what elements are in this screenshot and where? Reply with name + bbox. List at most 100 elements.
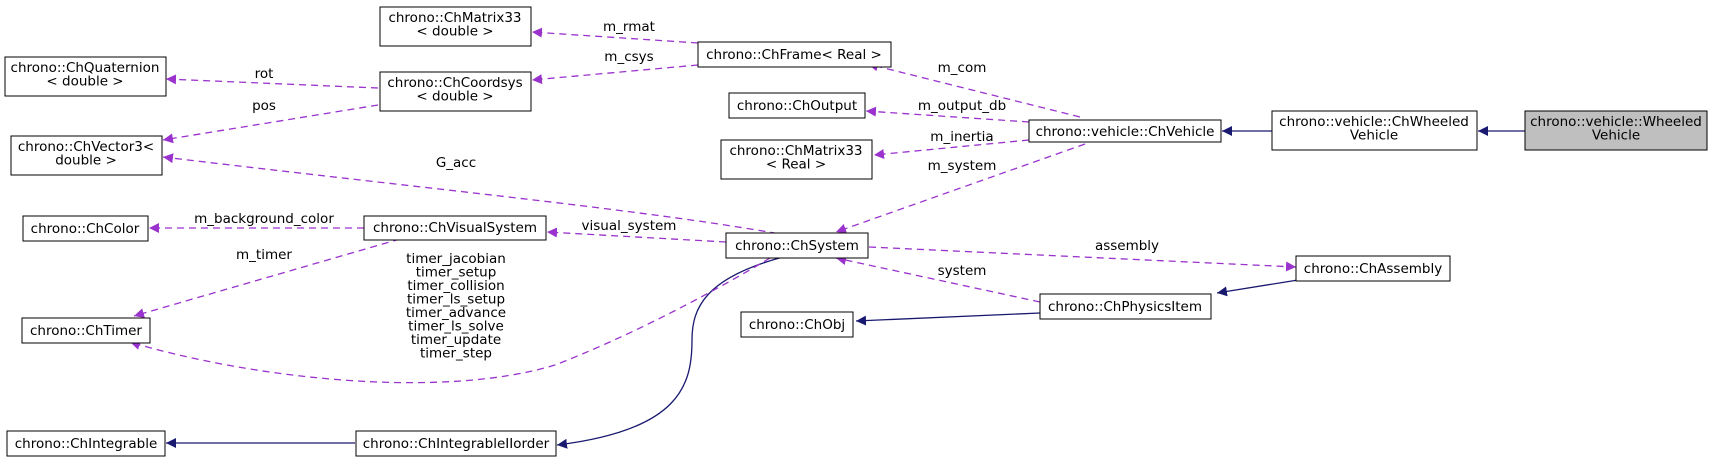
node-chassembly[interactable]: chrono::ChAssembly [1295,255,1451,282]
text-line: m_timer [236,247,292,263]
text-line: chrono::ChMatrix33 [729,143,862,159]
text-line: chrono::ChPhysicsItem [1048,299,1202,315]
edge-label-pos: pos [252,98,276,114]
text-line: chrono::vehicle::ChVehicle [1036,124,1215,140]
edge-label-m-output-db: m_output_db [918,98,1006,114]
text-line: assembly [1095,238,1159,254]
node-chintegrable[interactable]: chrono::ChIntegrable [6,430,166,457]
text-line: chrono::ChFrame< Real > [706,47,882,63]
text-line: timer_ls_setup [407,292,505,308]
text-line: Vehicle [1350,128,1398,144]
text-line: chrono::vehicle::Wheeled [1530,114,1702,130]
text-line: m_output_db [918,98,1006,114]
edge-m-rmat [531,27,699,44]
node-chquaternion[interactable]: chrono::ChQuaternion< double > [4,56,167,97]
text-line: < double > [416,24,493,40]
edge-chintegrableiiorder-to-chsystem [556,256,784,449]
node-chobj[interactable]: chrono::ChObj [740,311,854,338]
text-line: timer_step [420,346,492,362]
text-line: Vehicle [1592,128,1640,144]
text-line: < double > [46,74,123,90]
edge-system [835,255,1041,303]
node-chsystem[interactable]: chrono::ChSystem [725,232,869,259]
edge-label-visual-system: visual_system [582,218,677,234]
text-line: rot [255,66,274,82]
edge-label-system: system [938,263,987,279]
node-choutput[interactable]: chrono::ChOutput [728,92,866,119]
edge-m-timer [133,238,401,319]
edge-label-m-background-color: m_background_color [194,211,334,227]
node-chframe-label: chrono::ChFrame< Real > [706,47,882,63]
node-chtimer-label: chrono::ChTimer [30,323,142,339]
edge-label-m-csys: m_csys [604,49,653,65]
edge-m-inertia [873,139,1030,160]
text-line: chrono::ChCoordsys [387,75,522,91]
node-chcolor-label: chrono::ChColor [31,221,140,237]
node-chmatrix33-double-label: chrono::ChMatrix33< double > [388,10,521,40]
text-line: timer_update [411,332,501,348]
node-choutput-label: chrono::ChOutput [737,98,857,114]
text-line: chrono::vehicle::ChWheeled [1279,114,1469,130]
text-line: < double > [416,89,493,105]
text-line: chrono::ChQuaternion [11,60,160,76]
node-chintegrable-iiorder-label: chrono::ChIntegrableIIorder [363,436,550,452]
node-chvisualsystem-label: chrono::ChVisualSystem [373,220,537,236]
edge-assembly [868,246,1297,272]
node-chquaternion-label: chrono::ChQuaternion< double > [11,60,160,90]
node-chmatrix33-real[interactable]: chrono::ChMatrix33< Real > [720,139,873,180]
text-line: chrono::ChObj [749,317,845,333]
text-line: chrono::ChOutput [737,98,857,114]
node-chcoordsys[interactable]: chrono::ChCoordsys< double > [379,71,532,112]
text-line: m_csys [604,49,653,65]
node-chphysicsitem[interactable]: chrono::ChPhysicsItem [1039,293,1212,320]
text-line: m_com [938,60,987,76]
edge-m-csys [531,64,699,85]
edge-timers [129,257,771,384]
text-line: m_system [928,158,997,174]
edge-label-m-timer: m_timer [236,247,292,263]
node-chvehicle[interactable]: chrono::vehicle::ChVehicle [1028,119,1222,143]
edge-m-system [835,143,1086,234]
node-chtimer[interactable]: chrono::ChTimer [21,317,151,344]
edge-label-assembly: assembly [1095,238,1159,254]
edge-label-rot: rot [255,66,274,82]
text-line: double > [55,153,117,169]
text-line: visual_system [582,218,677,234]
node-chmatrix33-real-label: chrono::ChMatrix33< Real > [729,143,862,173]
edge-m-com [867,61,1081,118]
text-line: timer_jacobian [406,251,506,267]
edge-m-output-db [865,106,1030,123]
edge-pos [162,104,379,144]
text-line: chrono::ChVector3< [18,139,154,155]
text-line: chrono::ChIntegrableIIorder [363,436,550,452]
node-chframe[interactable]: chrono::ChFrame< Real > [697,41,892,68]
node-chvisualsystem[interactable]: chrono::ChVisualSystem [363,215,547,241]
text-line: chrono::ChAssembly [1304,261,1442,277]
node-chassembly-label: chrono::ChAssembly [1304,261,1442,277]
text-line: chrono::ChIntegrable [15,436,158,452]
node-chvehicle-label: chrono::vehicle::ChVehicle [1036,124,1215,140]
text-line: timer_ls_solve [408,319,504,335]
node-chcoordsys-label: chrono::ChCoordsys< double > [387,75,522,105]
text-line: m_background_color [194,211,334,227]
edge-label-m-rmat: m_rmat [603,19,655,35]
text-line: system [938,263,987,279]
edge-chobj-to-chphysicsitem [855,312,1041,326]
text-line: chrono::ChMatrix33 [388,10,521,26]
edge-chassembly-to-chphysicsitem [1216,279,1299,297]
text-line: < Real > [766,157,826,173]
node-chintegrable-iiorder[interactable]: chrono::ChIntegrableIIorder [355,430,557,457]
text-line: m_rmat [603,19,655,35]
node-chcolor[interactable]: chrono::ChColor [22,215,149,242]
text-line: timer_advance [406,305,506,321]
node-chphysicsitem-label: chrono::ChPhysicsItem [1048,299,1202,315]
text-line: chrono::ChSystem [735,238,859,254]
node-chvector3-label: chrono::ChVector3<double > [18,139,154,169]
node-chmatrix33-double[interactable]: chrono::ChMatrix33< double > [379,6,532,47]
node-chvector3[interactable]: chrono::ChVector3<double > [10,135,163,176]
